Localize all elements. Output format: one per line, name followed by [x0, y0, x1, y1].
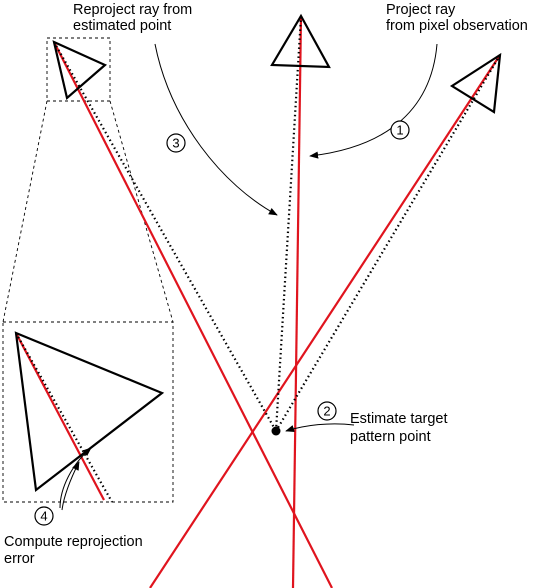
step-3-badge	[166, 133, 186, 153]
arrow-step-4	[59, 447, 92, 509]
step-3-number: 3	[172, 136, 179, 151]
label-compute-line2: error	[4, 551, 35, 567]
label-reproject-line2: estimated point	[73, 18, 171, 34]
arrow-step-1	[309, 43, 438, 159]
label-estimate-line1: Estimate target	[350, 411, 448, 427]
label-project-line1: Project ray	[386, 2, 456, 18]
projected-ray-left-camera	[53, 41, 333, 588]
reprojected-ray-right-camera	[275, 54, 501, 432]
arrow-step-2	[285, 423, 355, 432]
step-4-number: 4	[40, 509, 47, 524]
step-4-badge	[34, 506, 54, 526]
camera-center-icon	[270, 13, 331, 69]
camera-left-icon	[52, 40, 108, 101]
camera-zoom-icon	[14, 331, 165, 493]
step-1-badge	[390, 120, 410, 140]
projected-ray-right-camera	[149, 54, 501, 588]
projected-ray-center-camera	[291, 15, 303, 588]
projected-ray-zoom	[15, 332, 105, 501]
arrow-step-4-second	[61, 461, 80, 511]
label-project-line2: from pixel observation	[386, 18, 528, 34]
camera-right-icon	[449, 52, 502, 114]
label-compute-line1: Compute reprojection	[4, 534, 143, 550]
step-2-badge	[317, 401, 337, 421]
label-reproject-line1: Reproject ray from	[73, 2, 192, 18]
zoom-guide-left	[2, 100, 48, 323]
estimated-target-point	[271, 426, 281, 436]
step-1-number: 1	[396, 123, 403, 138]
reprojected-ray-zoom	[15, 332, 113, 503]
label-estimate-line2: pattern point	[350, 429, 431, 445]
reprojected-ray-center-camera	[274, 15, 303, 432]
zoom-detail-box	[2, 321, 174, 503]
zoom-source-box	[46, 37, 111, 102]
step-2-number: 2	[323, 404, 330, 419]
reprojected-ray-left-camera	[53, 41, 277, 432]
arrow-step-3	[154, 43, 278, 216]
